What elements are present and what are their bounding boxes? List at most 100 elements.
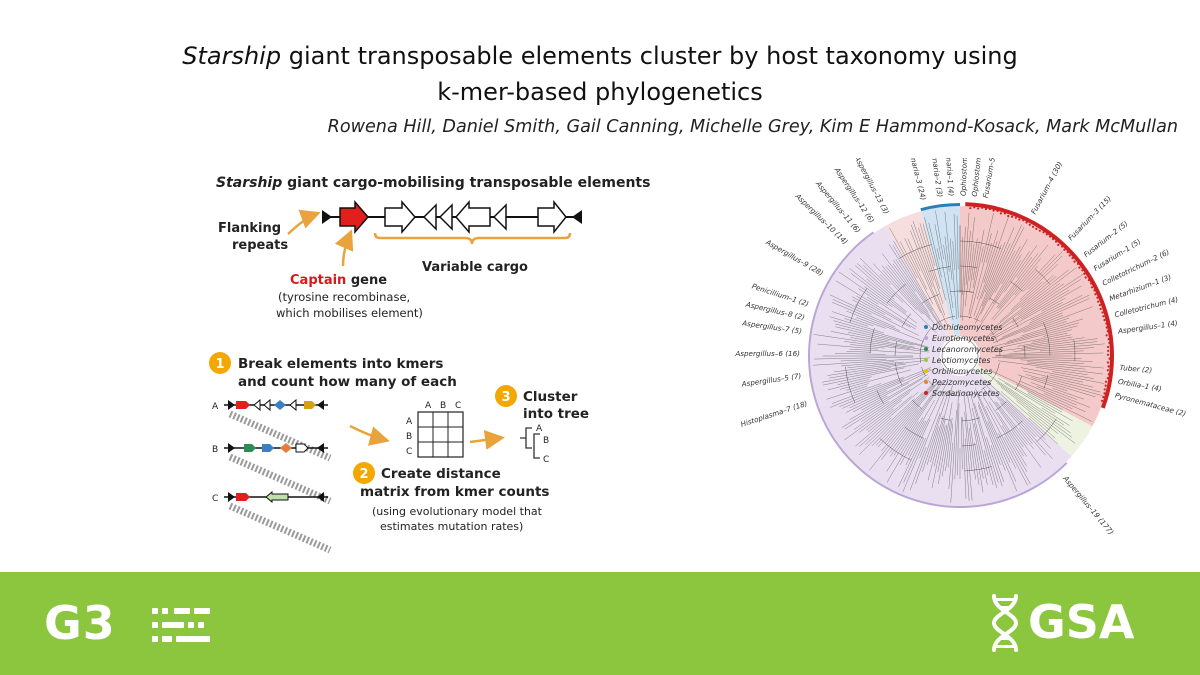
clade-label-left: Aspergillus–9 (28) (764, 237, 826, 278)
title-line-1: Starship giant transposable elements clu… (0, 38, 1200, 74)
starship-element-diagram (322, 199, 582, 245)
title-line-2: k-mer-based phylogenetics (437, 78, 763, 106)
schematic-heading-rest: giant cargo-mobilising transposable elem… (282, 175, 650, 191)
clade-label-right: Aspergillus–1 (4) (1116, 318, 1178, 335)
kmer-row-a: A (212, 398, 332, 462)
clade-label-left: Aspergillus–10 (14) (793, 191, 850, 246)
cargo-bracket (373, 232, 572, 245)
schematic-heading-italic: Starship (216, 175, 282, 191)
legend-swatch (924, 369, 928, 373)
clade-label-left: Aspergillus–5 (7) (740, 371, 802, 388)
svg-text:C: C (406, 447, 412, 457)
legend-swatch (924, 380, 928, 384)
step3-badge (495, 385, 517, 407)
paper-title: Starship giant transposable elements clu… (0, 38, 1200, 110)
graphical-abstract: Starship giant cargo-mobilising transpos… (209, 158, 1187, 554)
step1-badge (209, 352, 231, 374)
step2-sub-1: (using evolutionary model that (372, 505, 543, 518)
svg-text:C: C (212, 494, 218, 504)
footer-bar: G3 GSA (0, 572, 1200, 675)
cargo-gene-1 (384, 199, 416, 235)
clade-label-right: Fusarium–5 (52) (981, 158, 1000, 199)
legend-swatch (924, 347, 928, 351)
clade-label-top: Ophiostoma–5 (2) (959, 158, 970, 196)
svg-text:A: A (425, 401, 432, 411)
clade-label-left: Aspergillus–6 (16) (734, 349, 800, 358)
legend-swatch (924, 391, 928, 395)
step2-sub-2: estimates mutation rates) (380, 520, 523, 533)
dna-helix-icon (991, 594, 1019, 652)
step2-badge (353, 462, 375, 484)
step2-line-2: matrix from kmer counts (360, 484, 549, 500)
left-flanking-repeat (322, 210, 332, 224)
clade-label-left: Histoplasma–7 (18) (739, 399, 808, 429)
flanking-pointer (287, 209, 321, 235)
captain-desc-2: which mobilises element) (276, 306, 423, 320)
legend-item: Orbiliomycetes (932, 367, 992, 376)
captain-pointer (334, 229, 354, 267)
g3-logo-bars-icon (152, 608, 210, 642)
variable-cargo-label: Variable cargo (422, 260, 528, 275)
author-list: Rowena Hill, Daniel Smith, Gail Canning,… (327, 117, 1178, 137)
arrow-to-tree (469, 430, 505, 450)
clade-label-right: Orbilia–1 (4) (1117, 377, 1162, 394)
tree-branches (813, 206, 1111, 503)
svg-text:B: B (440, 401, 446, 411)
legend-item: Eurotiomycetes (932, 334, 995, 343)
step1-line-2: and count how many of each (238, 374, 457, 390)
step2-number: 2 (359, 467, 368, 482)
kmer-row-c: C (212, 490, 332, 554)
svg-text:A: A (406, 417, 413, 427)
svg-text:C: C (543, 455, 549, 465)
gsa-logo-text: GSA (1028, 595, 1135, 649)
svg-text:B: B (406, 432, 412, 442)
step3-number: 3 (501, 390, 510, 405)
clade-label-right: Fusarium–4 (30) (1029, 160, 1064, 216)
svg-text:B: B (543, 436, 549, 446)
clade-label-top: Alternaria–3 (24) (904, 158, 928, 201)
mini-tree: A B C (520, 424, 549, 465)
dothideomycetes-ring (920, 203, 960, 212)
flanking-label-2: repeats (232, 238, 288, 253)
captain-gene-arrow (339, 199, 369, 235)
cargo-gene-4 (455, 199, 491, 235)
legend-item: Lecanoromycetes (932, 345, 1003, 354)
step2-line-1: Create distance (381, 466, 501, 482)
captain-label-red: Captain (290, 273, 346, 288)
svg-text:A: A (536, 424, 543, 434)
clade-label-left: Aspergillus–7 (5) (741, 318, 803, 335)
clade-label-top: Alternaria–2 (3) (928, 158, 945, 198)
legend-swatch (924, 325, 928, 329)
flanking-label-1: Flanking (218, 221, 281, 236)
cargo-gene-2 (422, 203, 437, 231)
cargo-gene-3 (438, 203, 453, 231)
legend-item: Leotiomycetes (932, 356, 991, 365)
phylogenetic-tree: DothideomycetesEurotiomycetesLecanoromyc… (734, 158, 1187, 537)
clade-label-right: Tuber (2) (1119, 363, 1152, 375)
title-italic-word: Starship (182, 42, 282, 70)
cargo-gene-5 (492, 203, 507, 231)
cargo-gene-6 (537, 199, 567, 235)
captain-label-rest: gene (346, 273, 387, 288)
captain-desc-1: (tyrosine recombinase, (278, 290, 410, 304)
svg-text:B: B (212, 445, 218, 455)
svg-text:A: A (212, 402, 219, 412)
g3-logo-text: G3 (44, 596, 116, 650)
svg-text:Captain gene: Captain gene (290, 273, 387, 288)
schematic-panel: Starship giant cargo-mobilising transpos… (209, 175, 650, 554)
arrow-to-matrix (349, 424, 390, 446)
title-line1-rest: giant transposable elements cluster by h… (281, 42, 1018, 70)
step3-line-2: into tree (523, 406, 589, 422)
legend-swatch (924, 336, 928, 340)
step3-line-1: Cluster (523, 389, 578, 405)
svg-text:Starship giant cargo-mobilisin: Starship giant cargo-mobilising transpos… (216, 175, 650, 191)
legend-item: Pezizomycetes (932, 378, 991, 387)
step1-number: 1 (215, 357, 224, 372)
clade-label-bottom: Aspergillus–19 (177) (1061, 473, 1116, 536)
legend-swatch (924, 358, 928, 362)
taxonomy-legend: DothideomycetesEurotiomycetesLecanoromyc… (924, 323, 1003, 398)
legend-item: Sordariomycetes (932, 389, 1000, 398)
svg-text:C: C (455, 401, 461, 411)
right-flanking-repeat (572, 210, 582, 224)
clade-label-right: Pyronemataceae (2) (1114, 391, 1187, 419)
